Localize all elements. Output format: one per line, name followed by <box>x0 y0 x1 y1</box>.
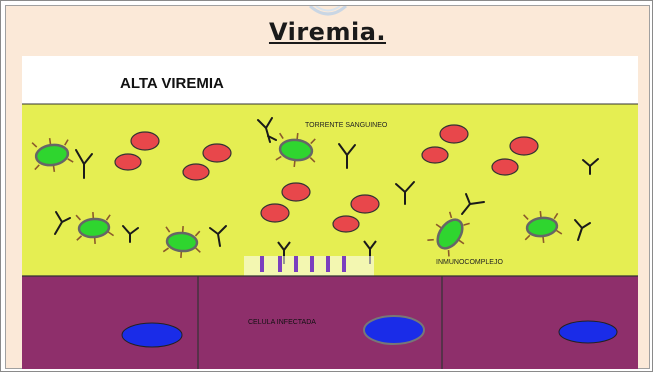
virus <box>75 211 115 245</box>
title-decoration <box>309 6 347 16</box>
antibody <box>257 117 277 143</box>
antibody <box>122 225 139 243</box>
antibody <box>209 225 227 247</box>
red-blood-cells <box>114 124 539 233</box>
receptor <box>342 256 346 272</box>
red-blood-cell <box>509 136 539 156</box>
virus-particles <box>31 132 563 259</box>
nucleus <box>558 320 618 344</box>
red-blood-cell <box>182 163 210 181</box>
antibody <box>461 193 485 215</box>
infected-cell-label: CELULA INFECTADA <box>248 319 316 326</box>
immunocomplex-label: INMUNOCOMPLEJO <box>436 259 503 266</box>
antibody <box>582 158 599 175</box>
receptor <box>310 256 314 272</box>
viremia-diagram: ALTA VIREMIA TORRENTE SANGUINEO <box>22 56 638 369</box>
nucleus <box>121 322 183 348</box>
red-blood-cell <box>491 158 519 176</box>
slide-frame: Viremia. ALTA VIREMIA TORRENTE SANGUINEO <box>5 5 650 369</box>
membrane-receptors <box>244 256 374 276</box>
diagram-heading: ALTA VIREMIA <box>120 75 224 92</box>
nucleus-infected <box>363 315 425 345</box>
virus <box>523 211 563 243</box>
heading-band <box>22 56 638 104</box>
red-blood-cell <box>350 194 380 214</box>
antibodies <box>54 117 599 247</box>
red-blood-cell <box>260 203 290 223</box>
red-blood-cell <box>421 146 449 164</box>
cell-layer <box>22 276 638 369</box>
antibody <box>54 211 71 235</box>
diagram-panel: ALTA VIREMIA TORRENTE SANGUINEO <box>22 56 638 369</box>
red-blood-cell <box>439 124 469 144</box>
bloodstream-area <box>22 104 638 276</box>
bloodstream-label: TORRENTE SANGUINEO <box>305 122 388 129</box>
antibody <box>338 143 356 169</box>
virus <box>275 132 316 167</box>
virus <box>427 211 470 257</box>
red-blood-cell <box>332 215 360 233</box>
slide-title: Viremia. <box>268 18 387 46</box>
antibody <box>574 219 591 241</box>
red-blood-cell <box>114 153 142 171</box>
virus <box>31 138 74 172</box>
receptor <box>326 256 330 272</box>
receptor <box>294 256 298 272</box>
antibody <box>75 149 93 179</box>
virus <box>162 225 201 259</box>
red-blood-cell <box>202 143 232 163</box>
antibody <box>395 181 415 205</box>
red-blood-cell <box>281 182 311 202</box>
red-blood-cell <box>130 131 160 151</box>
receptor <box>278 256 282 272</box>
receptor <box>260 256 264 272</box>
